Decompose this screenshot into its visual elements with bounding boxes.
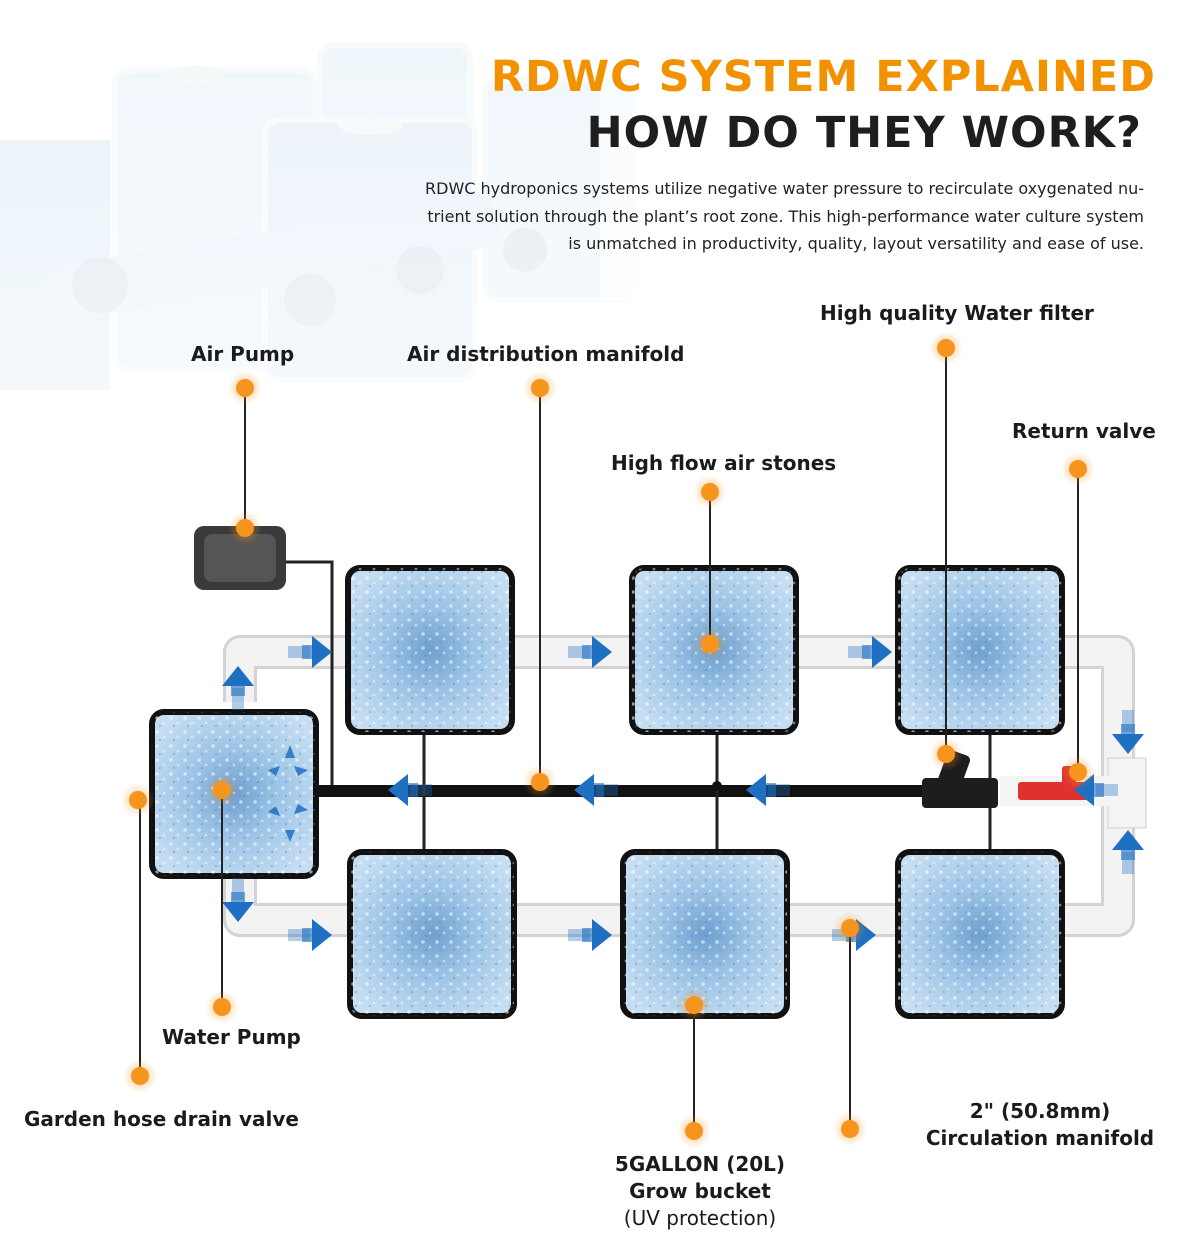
flow-arrows bbox=[222, 636, 1144, 951]
label-water-pump: Water Pump bbox=[162, 1025, 301, 1049]
orange-dot-marker-icon bbox=[523, 371, 557, 405]
blue-flow-arrow-icon bbox=[746, 774, 790, 806]
air-pump bbox=[194, 526, 286, 590]
orange-dot-marker-icon bbox=[929, 331, 963, 365]
orange-dot-marker-icon bbox=[833, 911, 867, 945]
label-grow-bucket-line2: Grow bucket bbox=[629, 1179, 771, 1203]
label-air-stones: High flow air stones bbox=[611, 451, 837, 475]
orange-dot-marker-icon bbox=[693, 627, 727, 661]
orange-dot-marker-icon bbox=[1061, 755, 1095, 789]
orange-dot-marker-icon bbox=[205, 773, 239, 807]
description: RDWC hydroponics systems utilize negativ… bbox=[424, 175, 1144, 258]
orange-dot-marker-icon bbox=[123, 1059, 157, 1093]
orange-dot-marker-icon bbox=[228, 371, 262, 405]
air-tube bbox=[282, 560, 334, 788]
orange-dot-marker-icon bbox=[121, 783, 155, 817]
description-line: trient solution through the plant’s root… bbox=[427, 206, 1144, 226]
orange-dot-marker-icon bbox=[929, 737, 963, 771]
label-return-valve: Return valve bbox=[1012, 419, 1156, 443]
label-circulation-manifold: 2" (50.8mm) Circulation manifold bbox=[920, 1098, 1160, 1152]
label-grow-bucket-line3: (UV protection) bbox=[623, 1206, 777, 1230]
callout-lines bbox=[139, 352, 1079, 1130]
blue-flow-arrow-icon bbox=[574, 774, 618, 806]
label-drain-valve: Garden hose drain valve bbox=[24, 1107, 299, 1131]
label-circulation-line2: Circulation manifold bbox=[925, 1126, 1155, 1150]
markers bbox=[121, 331, 1095, 1148]
label-air-pump: Air Pump bbox=[191, 342, 295, 366]
label-grow-bucket: 5GALLON (20L) Grow bucket (UV protection… bbox=[590, 1151, 810, 1232]
orange-dot-marker-icon bbox=[677, 988, 711, 1022]
orange-dot-marker-icon bbox=[693, 475, 727, 509]
orange-dot-marker-icon bbox=[228, 511, 262, 545]
page-subtitle: HOW DO THEY WORK? bbox=[586, 108, 1142, 158]
orange-dot-marker-icon bbox=[1061, 452, 1095, 486]
description-line: is unmatched in productivity, quality, l… bbox=[568, 234, 1144, 253]
grow-buckets bbox=[149, 565, 1065, 1019]
page-title: RDWC SYSTEM EXPLAINED bbox=[490, 52, 1156, 102]
label-water-filter: High quality Water filter bbox=[820, 301, 1094, 325]
orange-dot-marker-icon bbox=[833, 1112, 867, 1146]
background-buckets-illustration bbox=[0, 0, 1200, 420]
label-grow-bucket-line1: 5GALLON (20L) bbox=[614, 1152, 786, 1176]
description-line: RDWC hydroponics systems utilize negativ… bbox=[425, 179, 1144, 198]
orange-dot-marker-icon bbox=[523, 765, 557, 799]
orange-dot-marker-icon bbox=[677, 1114, 711, 1148]
orange-dot-marker-icon bbox=[205, 990, 239, 1024]
label-air-manifold: Air distribution manifold bbox=[407, 342, 685, 366]
label-circulation-line1: 2" (50.8mm) bbox=[969, 1099, 1111, 1123]
